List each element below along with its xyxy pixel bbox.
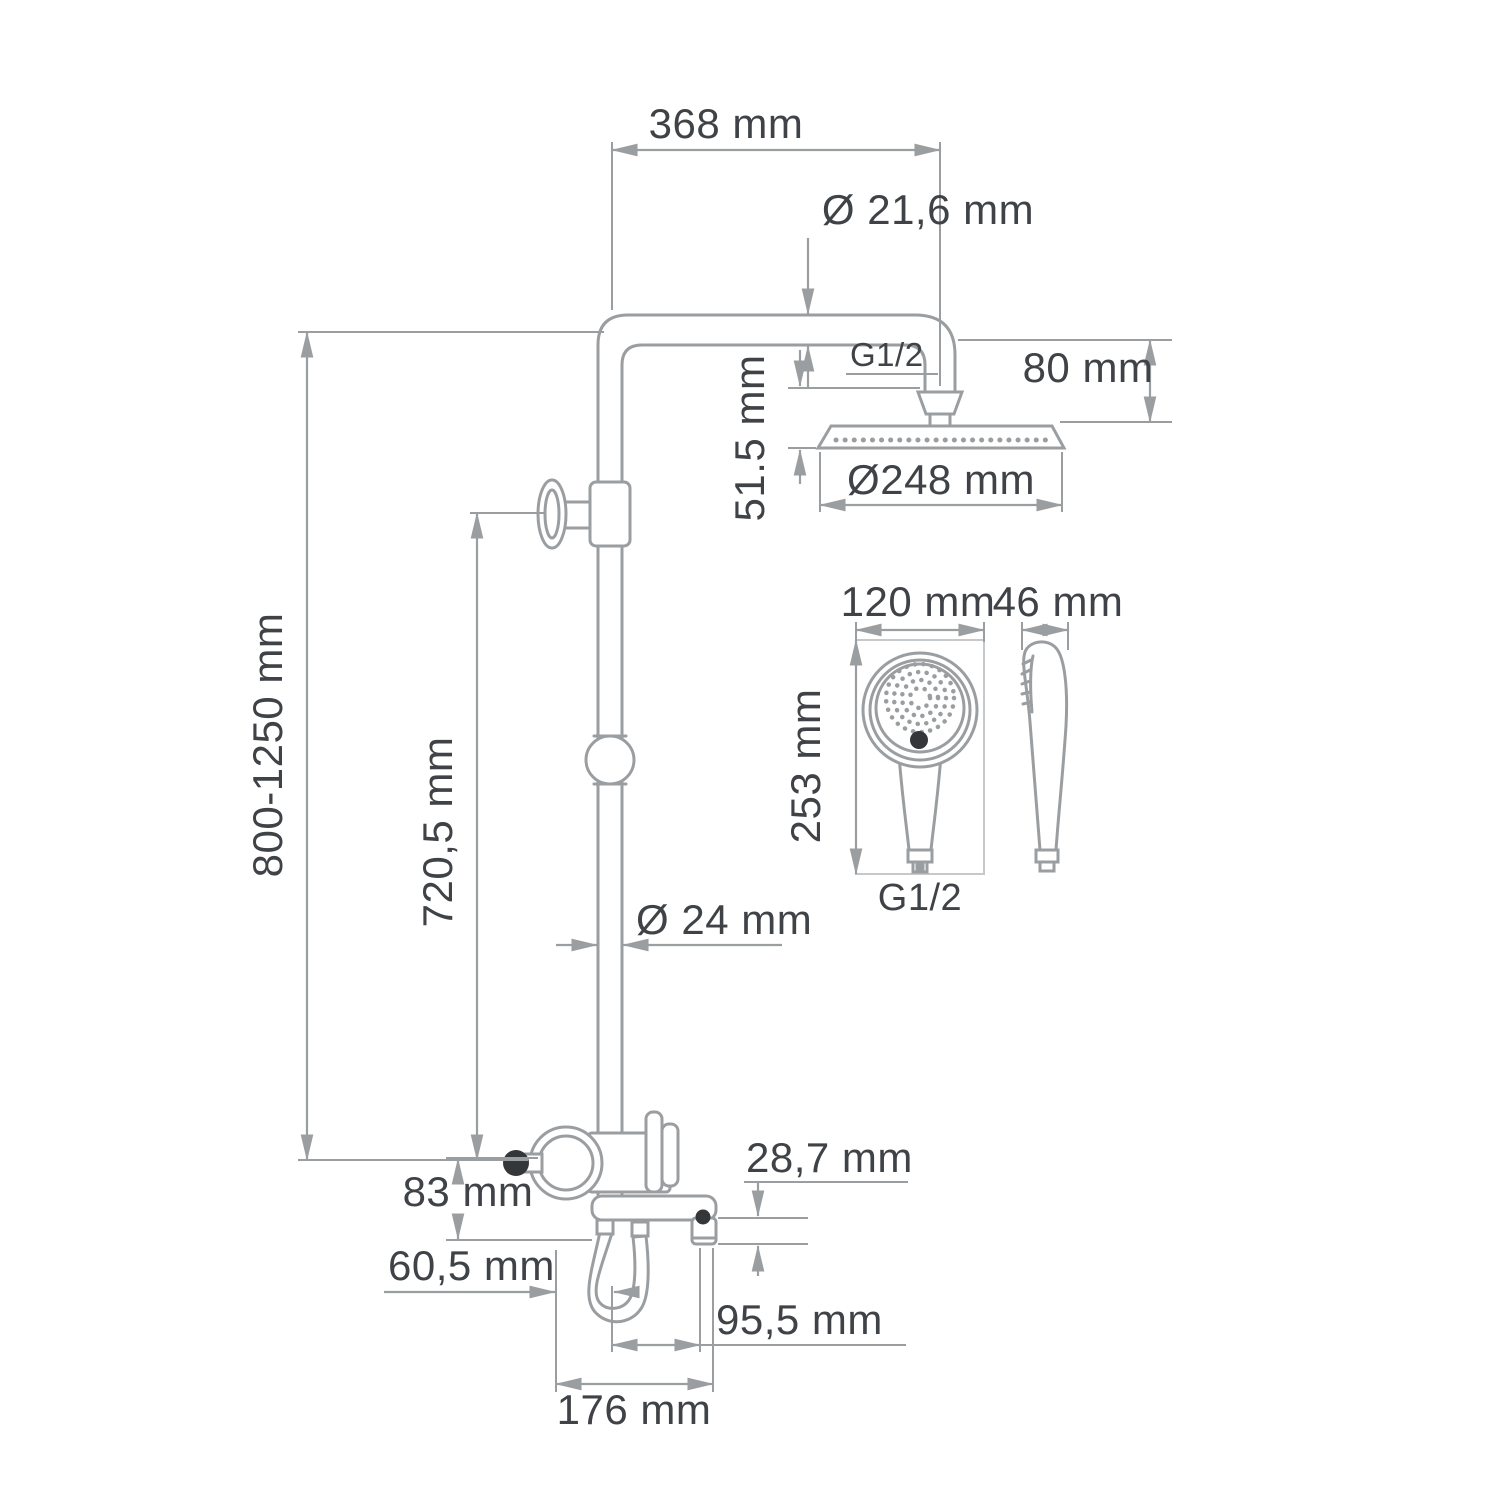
- dim-label-pipe-diameter: Ø 24 mm: [636, 896, 812, 943]
- dimension-top-width: 368 mm: [610, 100, 942, 386]
- slider-knob: [584, 734, 636, 786]
- dim-label-top-width: 368 mm: [649, 100, 804, 147]
- dim-label-base-width: 176 mm: [557, 1386, 712, 1433]
- dimension-mixer-drop: 83 mm: [403, 1157, 592, 1241]
- dim-label-column-height: 800-1250 mm: [244, 613, 291, 878]
- dim-label-head-thread: G1/2: [850, 336, 924, 373]
- dimension-pipe-diameter: Ø 24 mm: [556, 896, 812, 952]
- dimension-hand-length: 253 mm: [782, 638, 863, 876]
- hand-shower-hose: [587, 1230, 650, 1324]
- dim-label-hand-depth: 46 mm: [993, 578, 1124, 625]
- temperature-knob: [503, 1150, 529, 1176]
- dim-label-hose-offset: 60,5 mm: [388, 1242, 555, 1289]
- dim-label-head-height: 51.5 mm: [726, 355, 773, 522]
- dim-label-arm-diameter: Ø 21,6 mm: [822, 186, 1034, 233]
- dimension-head-drop: 80 mm: [958, 338, 1172, 424]
- label-head-thread: G1/2: [846, 336, 938, 375]
- spray-mode-button: [910, 731, 928, 749]
- dimension-arm-diameter: Ø 21,6 mm: [801, 186, 1034, 388]
- dimension-column-height: 800-1250 mm: [244, 330, 604, 1162]
- dim-label-hand-width: 120 mm: [841, 578, 996, 625]
- dim-label-bracket-height: 720,5 mm: [414, 737, 461, 928]
- dimension-head-diameter: Ø248 mm: [818, 452, 1064, 512]
- dim-label-mixer-drop: 83 mm: [403, 1168, 534, 1215]
- mixer-spout: [590, 1194, 718, 1222]
- rain-shower-head: [815, 424, 1067, 450]
- dim-label-spout-drop: 28,7 mm: [746, 1134, 913, 1181]
- rain-head-connector: [915, 390, 965, 428]
- mixer-lever: [644, 1110, 664, 1194]
- wall-bracket: [536, 478, 632, 550]
- dim-label-spout-reach: 95,5 mm: [716, 1296, 883, 1343]
- hand-shower-front-view: [855, 639, 985, 875]
- dimension-hose-offset: 60,5 mm: [384, 1242, 640, 1352]
- dim-label-hand-thread: G1/2: [878, 877, 962, 919]
- dimension-hand-width: 120 mm: [841, 578, 996, 642]
- dimension-spout-drop: 28,7 mm: [718, 1134, 913, 1276]
- dimension-base-width: 176 mm: [554, 1248, 715, 1433]
- dimension-spout-reach: 95,5 mm: [610, 1248, 906, 1352]
- dim-label-head-drop: 80 mm: [1023, 344, 1154, 391]
- dim-label-head-diameter: Ø248 mm: [847, 456, 1035, 503]
- dimension-bracket-height: 720,5 mm: [414, 511, 545, 1162]
- hand-shower-side-view: [1020, 640, 1069, 873]
- dim-label-hand-length: 253 mm: [782, 689, 829, 844]
- hand-shower-handle: [897, 753, 943, 852]
- mixer-assembly: [503, 1110, 718, 1324]
- dimension-hand-depth: 46 mm: [993, 578, 1124, 650]
- dimension-head-height: 51.5 mm: [726, 350, 920, 521]
